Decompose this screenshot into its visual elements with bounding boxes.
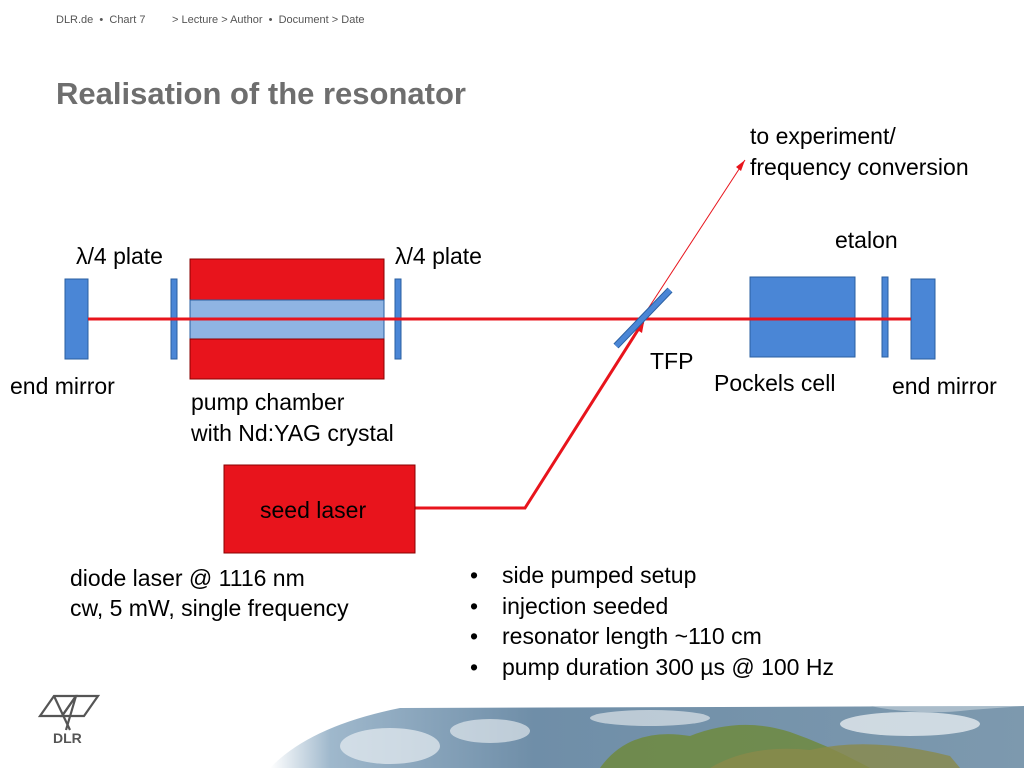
pockels-cell: [749, 276, 856, 358]
etalon-label: etalon: [835, 227, 898, 253]
pump-chamber-top: [189, 258, 385, 301]
diode-laser-label: diode laser @ 1116 nm: [70, 565, 305, 591]
page-title: Realisation of the resonator: [56, 76, 466, 111]
dlr-logo-icon: DLR: [37, 694, 101, 746]
list-item: •side pumped setup: [470, 562, 697, 588]
lambda-plate-left-label: λ/4 plate: [76, 243, 163, 269]
end-mirror-right-label: end mirror: [892, 373, 997, 399]
output-label: to experiment/: [750, 123, 896, 149]
seed-beam: [415, 321, 645, 510]
breadcrumb-chart: DLR.de • Chart 7: [56, 14, 146, 26]
pump-chamber-bottom: [189, 338, 385, 380]
pump-chamber-label-line2: with Nd:YAG crystal: [191, 420, 394, 446]
list-item: •injection seeded: [470, 592, 669, 619]
output-beam-arrowhead: [736, 160, 745, 171]
list-item: •pump duration 300 µs @ 100 Hz: [470, 653, 834, 680]
end-mirror-left: [64, 278, 89, 360]
svg-text:DLR: DLR: [53, 730, 82, 746]
lambda-plate-right-label: λ/4 plate: [395, 243, 482, 269]
end-mirror-right: [910, 278, 936, 360]
tfp-label: TFP: [650, 348, 694, 374]
thin-film-polarizer-face: [614, 288, 672, 348]
dlr-logo: DLR: [36, 690, 106, 755]
seed-laser: [223, 464, 416, 554]
earth-banner-image: [270, 706, 1024, 768]
pockels-cell-label: Pockels cell: [714, 370, 836, 396]
pump-chamber-label: pump chamber: [191, 389, 345, 415]
list-item: •resonator length ~110 cm: [470, 623, 762, 649]
seed-laser-label: seed laser: [260, 497, 367, 523]
output-beam: [641, 159, 746, 319]
output-label-line2: frequency conversion: [750, 154, 969, 180]
feature-list: •side pumped setup •injection seeded •re…: [470, 560, 834, 682]
end-mirror-left-label: end mirror: [10, 373, 115, 399]
etalon: [881, 276, 889, 358]
breadcrumb-document: > Lecture > Author • Document > Date: [172, 14, 365, 26]
diode-laser-spec: cw, 5 mW, single frequency: [70, 595, 349, 621]
